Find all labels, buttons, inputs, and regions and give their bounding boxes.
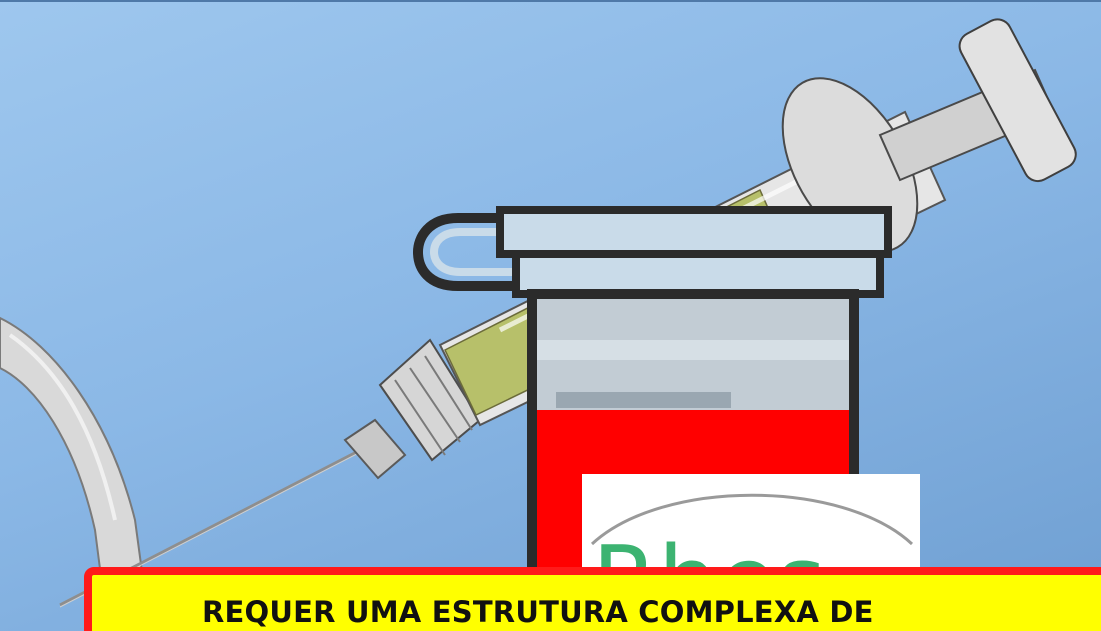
banner-text: REQUER UMA ESTRUTURA COMPLEXA DE [202,595,874,629]
tourniquet-icon [0,316,152,631]
highlight-banner: REQUER UMA ESTRUTURA COMPLEXA DE [84,567,1101,631]
top-border [0,0,1101,2]
